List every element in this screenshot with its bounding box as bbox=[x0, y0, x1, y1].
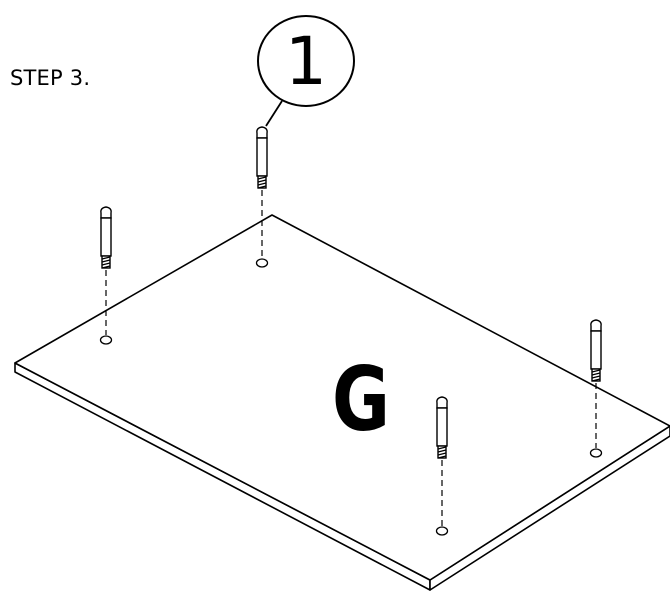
dowel-hole-front bbox=[435, 526, 449, 536]
callout-number: 1 bbox=[285, 23, 327, 100]
dowel-left bbox=[100, 206, 112, 269]
dowel-back bbox=[256, 126, 268, 189]
dowel-hole-right bbox=[589, 448, 603, 458]
callout-leader bbox=[265, 100, 283, 127]
callout-circle bbox=[257, 15, 355, 107]
dowel-front bbox=[436, 396, 448, 459]
dowel-hole-back bbox=[255, 258, 269, 268]
panel-label: G bbox=[332, 348, 390, 451]
panel-top-face bbox=[14, 214, 670, 581]
step-label: STEP 3. bbox=[10, 66, 91, 90]
dowel-hole-left bbox=[99, 335, 113, 345]
dowel-right bbox=[590, 319, 602, 382]
